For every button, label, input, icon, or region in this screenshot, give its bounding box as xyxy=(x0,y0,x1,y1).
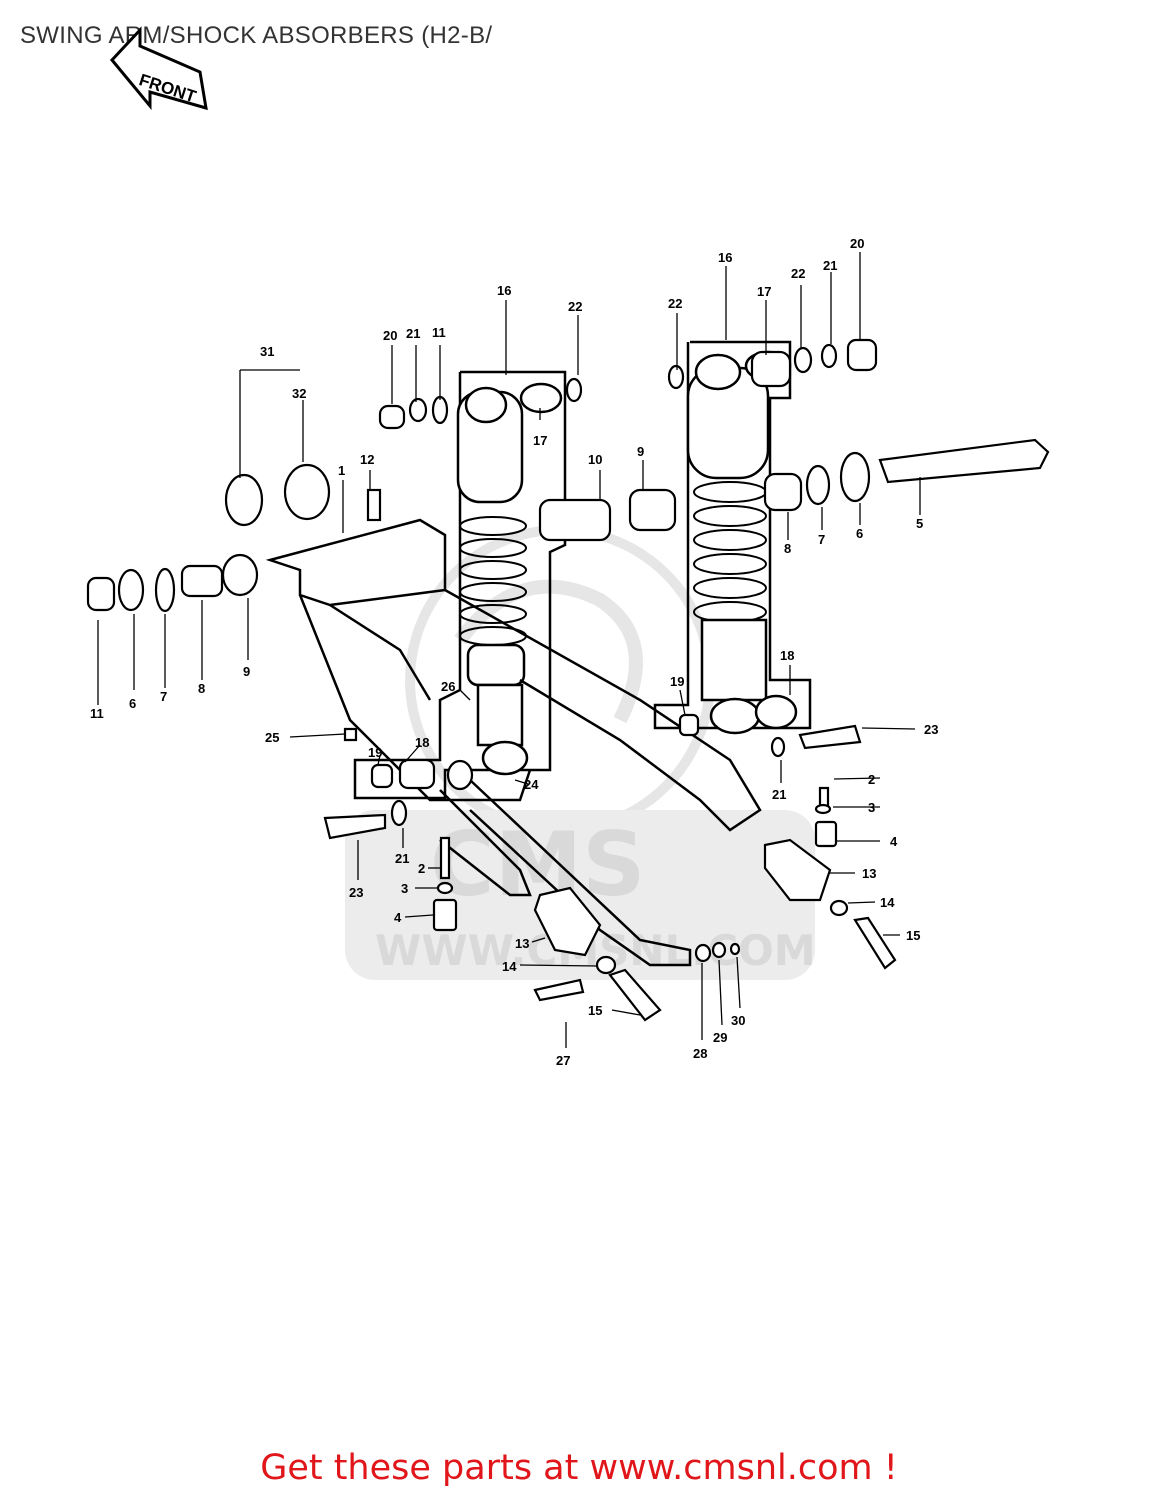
callout-18: 18 xyxy=(415,735,429,750)
callout-29: 29 xyxy=(713,1030,727,1045)
callout-21: 21 xyxy=(772,787,786,802)
callout-6: 6 xyxy=(129,696,136,711)
swing-arm xyxy=(265,518,762,967)
callout-30: 30 xyxy=(731,1013,745,1028)
callout-19: 19 xyxy=(670,674,684,689)
callout-13: 13 xyxy=(515,936,529,951)
callout-22: 22 xyxy=(668,296,682,311)
callout-19: 19 xyxy=(368,745,382,760)
callout-15: 15 xyxy=(906,928,920,943)
callout-13: 13 xyxy=(862,866,876,881)
callout-28: 28 xyxy=(693,1046,707,1061)
callout-14: 14 xyxy=(880,895,895,910)
callout-3: 3 xyxy=(868,800,875,815)
callout-3: 3 xyxy=(401,881,408,896)
callout-8: 8 xyxy=(784,541,791,556)
callout-7: 7 xyxy=(160,689,167,704)
front-arrow: FRONT xyxy=(110,26,208,111)
callout-numbers: 1 2 2 3 3 4 4 5 6 6 7 7 8 8 9 9 10 11 11… xyxy=(90,236,938,1068)
callout-20: 20 xyxy=(383,328,397,343)
callout-15: 15 xyxy=(588,1003,602,1018)
callout-20: 20 xyxy=(850,236,864,251)
callout-18: 18 xyxy=(780,648,794,663)
callout-21: 21 xyxy=(823,258,837,273)
callout-9: 9 xyxy=(243,664,250,679)
callout-22: 22 xyxy=(568,299,582,314)
callout-16: 16 xyxy=(497,283,511,298)
callout-14: 14 xyxy=(502,959,517,974)
callout-4: 4 xyxy=(890,834,898,849)
callout-23: 23 xyxy=(349,885,363,900)
callout-7: 7 xyxy=(818,532,825,547)
callout-21: 21 xyxy=(406,326,420,341)
callout-9: 9 xyxy=(637,444,644,459)
left-shock-absorber xyxy=(353,370,567,800)
cta-link[interactable]: Get these parts at www.cmsnl.com ! xyxy=(260,1448,898,1488)
callout-4: 4 xyxy=(394,910,402,925)
callout-24: 24 xyxy=(524,777,539,792)
callout-5: 5 xyxy=(916,516,923,531)
callout-25: 25 xyxy=(265,730,279,745)
callout-2: 2 xyxy=(868,772,875,787)
hardware-parts xyxy=(86,338,1050,1022)
callout-21: 21 xyxy=(395,851,409,866)
callout-11: 11 xyxy=(432,325,446,340)
callout-31: 31 xyxy=(260,344,274,359)
callout-23: 23 xyxy=(924,722,938,737)
callout-10: 10 xyxy=(588,452,602,467)
callout-16: 16 xyxy=(718,250,732,265)
callout-17: 17 xyxy=(757,284,771,299)
callout-26: 26 xyxy=(441,679,455,694)
callout-2: 2 xyxy=(418,861,425,876)
callout-32: 32 xyxy=(292,386,306,401)
callout-8: 8 xyxy=(198,681,205,696)
callout-22: 22 xyxy=(791,266,805,281)
callout-27: 27 xyxy=(556,1053,570,1068)
callout-17: 17 xyxy=(533,433,547,448)
callout-12: 12 xyxy=(360,452,374,467)
leader-lines xyxy=(97,252,921,1048)
page-title: SWING ARM/SHOCK ABSORBERS (H2-B/ xyxy=(20,22,493,49)
callout-11: 11 xyxy=(90,706,104,721)
callout-6: 6 xyxy=(856,526,863,541)
callout-1: 1 xyxy=(338,463,345,478)
